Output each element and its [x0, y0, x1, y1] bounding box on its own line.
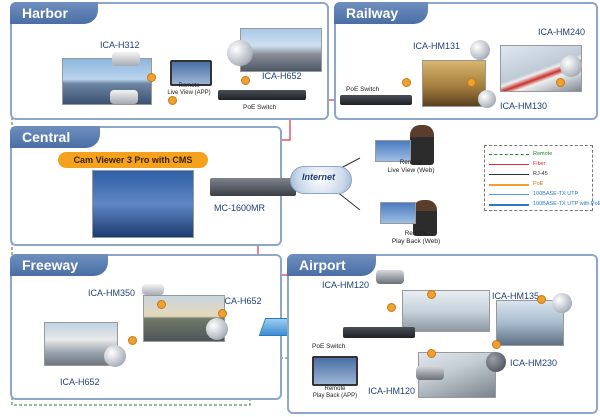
- ica-hm230-dome-camera-icon: [486, 352, 506, 372]
- ica-h652-harbor-label: ICA-H652: [262, 71, 302, 81]
- ica-hm135-label: ICA-HM135: [492, 291, 540, 301]
- laptop-live-view-icon: [375, 140, 411, 162]
- poe-dot: [387, 303, 396, 312]
- remote-live-app-label: Remote Live View (APP): [167, 83, 211, 96]
- remote-playback-app-label: Remote Play Back (APP): [312, 386, 358, 399]
- legend-row: Remote: [489, 150, 589, 158]
- remote-playback-web-label: Remote Play Back (Web): [391, 230, 441, 245]
- ica-h652-ptz-camera-icon: [206, 318, 228, 340]
- airport-tab: Airport: [287, 254, 376, 276]
- legend-row: 100BASE-TX UTP with PoE: [489, 200, 600, 208]
- legend-row: 100BASE-TX UTP: [489, 190, 589, 198]
- poe-dot: [492, 340, 501, 349]
- tablet-app-icon: [170, 60, 212, 86]
- harbor-poe-switch: [218, 90, 306, 100]
- freeway-tab: Freeway: [10, 254, 109, 276]
- ica-hm120-box-camera-icon: [376, 270, 404, 284]
- railway-poe-switch: [340, 95, 412, 105]
- railway-station-photo: [422, 60, 486, 107]
- mc-1600mr-label: MC-1600MR: [214, 203, 266, 213]
- ica-hm130-dome-camera-icon: [478, 90, 496, 108]
- poe-dot: [537, 295, 546, 304]
- ica-h312-camera-icon: [112, 52, 140, 66]
- person-icon: [410, 125, 434, 165]
- legend: Remote Fiber RJ-45 PoE 100BASE-TX UTP 10…: [484, 145, 600, 211]
- harbor-tab: Harbor: [10, 2, 98, 24]
- poe-dot: [427, 290, 436, 299]
- internet-label: Internet: [302, 172, 336, 182]
- ica-hm120-box-camera-icon-2: [416, 366, 444, 380]
- person-icon: [413, 200, 437, 236]
- legend-row: Fiber: [489, 160, 589, 168]
- internet-cloud-icon: [290, 166, 352, 194]
- laptop-playback-icon: [380, 202, 416, 224]
- poe-dot: [467, 78, 476, 87]
- ica-hm131-cube-camera-icon: [470, 40, 490, 60]
- ica-h312-camera-icon-2: [110, 90, 138, 104]
- poe-dot: [168, 96, 177, 105]
- harbor-poe-switch-label: PoE Switch: [243, 104, 277, 111]
- tablet-playback-icon: [312, 356, 358, 386]
- ica-hm135-dome-camera-icon: [552, 293, 572, 313]
- ica-hm240-dome-camera-icon: [560, 55, 582, 77]
- central-tab: Central: [10, 126, 101, 148]
- cam-viewer-badge: Cam Viewer 3 Pro with CMS: [58, 152, 208, 168]
- poe-dot: [556, 78, 565, 87]
- ica-hm350-camera-icon: [142, 284, 164, 295]
- ica-h652-ptz-camera-icon: [227, 40, 253, 66]
- ica-hm131-label: ICA-HM131: [413, 41, 461, 51]
- poe-dot: [402, 78, 411, 87]
- railway-poe-switch-label: PoE Switch: [346, 86, 380, 93]
- ica-h312-label: ICA-H312: [100, 40, 140, 50]
- airport-poe-switch-label: PoE Switch: [312, 343, 346, 350]
- poe-dot: [427, 349, 436, 358]
- airport-poe-switch: [343, 327, 415, 338]
- mc-1600mr-chassis: [210, 178, 296, 196]
- poe-dot: [147, 73, 156, 82]
- ica-h652-freeway-label: ICA-H652: [222, 296, 262, 306]
- remote-live-web-label: Remote Live View (Web): [387, 159, 435, 174]
- legend-row: RJ-45: [489, 170, 589, 178]
- ica-hm120-top-label: ICA-HM120: [322, 280, 370, 290]
- railway-tab: Railway: [334, 2, 429, 24]
- poe-dot: [241, 76, 250, 85]
- ica-hm230-label: ICA-HM230: [510, 358, 558, 368]
- ica-hm120-bottom-label: ICA-HM120: [368, 386, 416, 396]
- airport-hall-photo: [402, 290, 490, 332]
- poe-dot: [218, 309, 227, 318]
- ica-hm240-label: ICA-HM240: [538, 27, 586, 37]
- ica-hm130-label: ICA-HM130: [500, 101, 548, 111]
- poe-dot: [128, 336, 137, 345]
- legend-row: PoE: [489, 180, 589, 188]
- ica-h652-ptz-camera-icon-2: [104, 345, 126, 367]
- ica-h652-freeway-bottom-label: ICA-H652: [60, 377, 100, 387]
- control-room-photo: [92, 170, 194, 238]
- poe-dot: [157, 300, 166, 309]
- ica-hm350-label: ICA-HM350: [88, 288, 136, 298]
